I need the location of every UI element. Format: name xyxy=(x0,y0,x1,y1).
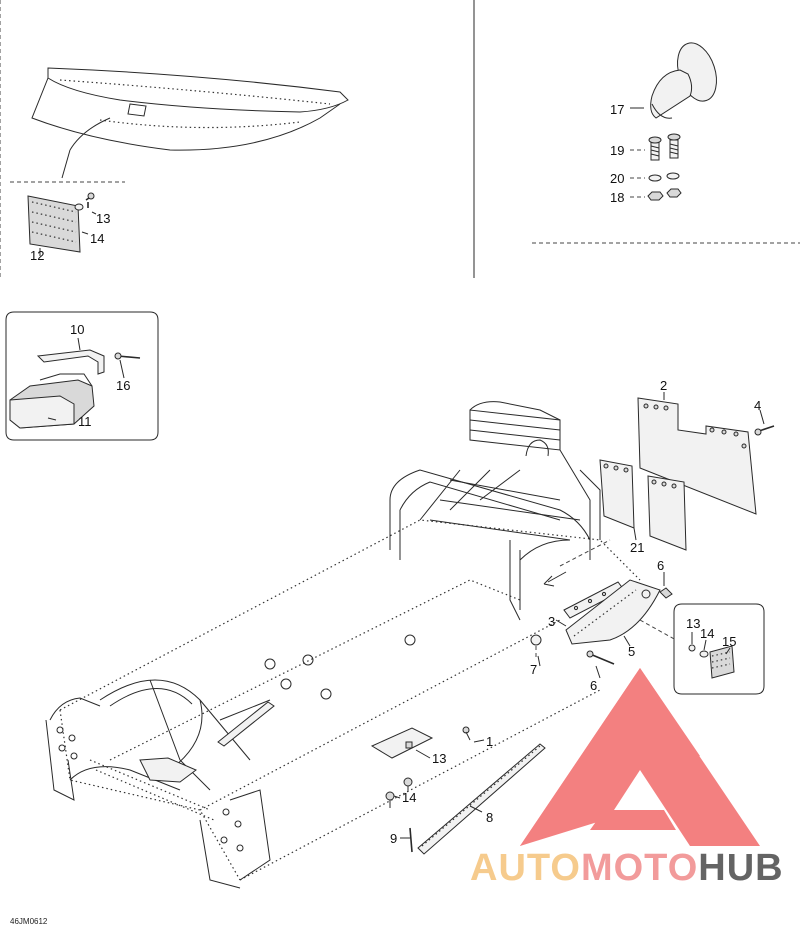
decal-inset xyxy=(673,603,765,695)
callout-17: 17 xyxy=(610,102,624,117)
callout-21: 21 xyxy=(630,540,644,555)
callout-labels: 1 2 3 4 5 6 6 7 8 9 10 11 12 13 13 13 14… xyxy=(30,102,761,846)
watermark-logo: AUTOMOTOHUB xyxy=(470,668,784,889)
callout-8: 8 xyxy=(486,810,493,825)
callout-16: 16 xyxy=(116,378,130,393)
callout-14-frame: 14 xyxy=(402,790,416,805)
leader-lines xyxy=(393,392,765,839)
callout-13-plate: 13 xyxy=(432,751,446,766)
frame-drawing xyxy=(45,401,641,889)
watermark-text-auto: AUTOMOTOHUB xyxy=(470,847,784,889)
callout-14-decal: 14 xyxy=(700,626,714,641)
cowl-panel-drawing xyxy=(31,67,349,179)
callout-6-lower: 6 xyxy=(590,678,597,693)
callout-20: 20 xyxy=(610,171,624,186)
watermark-word-hub: HUB xyxy=(698,847,783,889)
callout-19: 19 xyxy=(610,143,624,158)
callout-18: 18 xyxy=(610,190,624,205)
callout-5: 5 xyxy=(628,644,635,659)
mirror-drawing xyxy=(630,42,717,201)
watermark-triangle xyxy=(520,668,760,846)
callout-11: 11 xyxy=(78,414,92,429)
callout-13-decal: 13 xyxy=(686,616,700,631)
callout-1: 1 xyxy=(486,734,493,749)
snowflap-drawing xyxy=(530,397,775,665)
callout-14-reflector: 14 xyxy=(90,231,104,246)
watermark-word-moto: MOTO xyxy=(581,847,698,889)
panel-dividers xyxy=(0,0,800,278)
watermark-triangle-inner xyxy=(520,668,700,846)
callout-15: 15 xyxy=(722,634,736,649)
callout-7: 7 xyxy=(530,662,537,677)
callout-9: 9 xyxy=(390,831,397,846)
figure-code: 46JM0612 xyxy=(10,917,48,926)
callout-10: 10 xyxy=(70,322,84,337)
callout-6-upper: 6 xyxy=(657,558,664,573)
watermark-word-auto: AUTO xyxy=(470,847,581,889)
callout-2: 2 xyxy=(660,378,667,393)
callout-13-reflector: 13 xyxy=(96,211,110,226)
callout-3: 3 xyxy=(548,614,555,629)
seat-inset xyxy=(5,311,159,441)
reflector-drawing xyxy=(27,192,97,256)
callout-12: 12 xyxy=(30,248,44,263)
callout-4: 4 xyxy=(754,398,761,413)
